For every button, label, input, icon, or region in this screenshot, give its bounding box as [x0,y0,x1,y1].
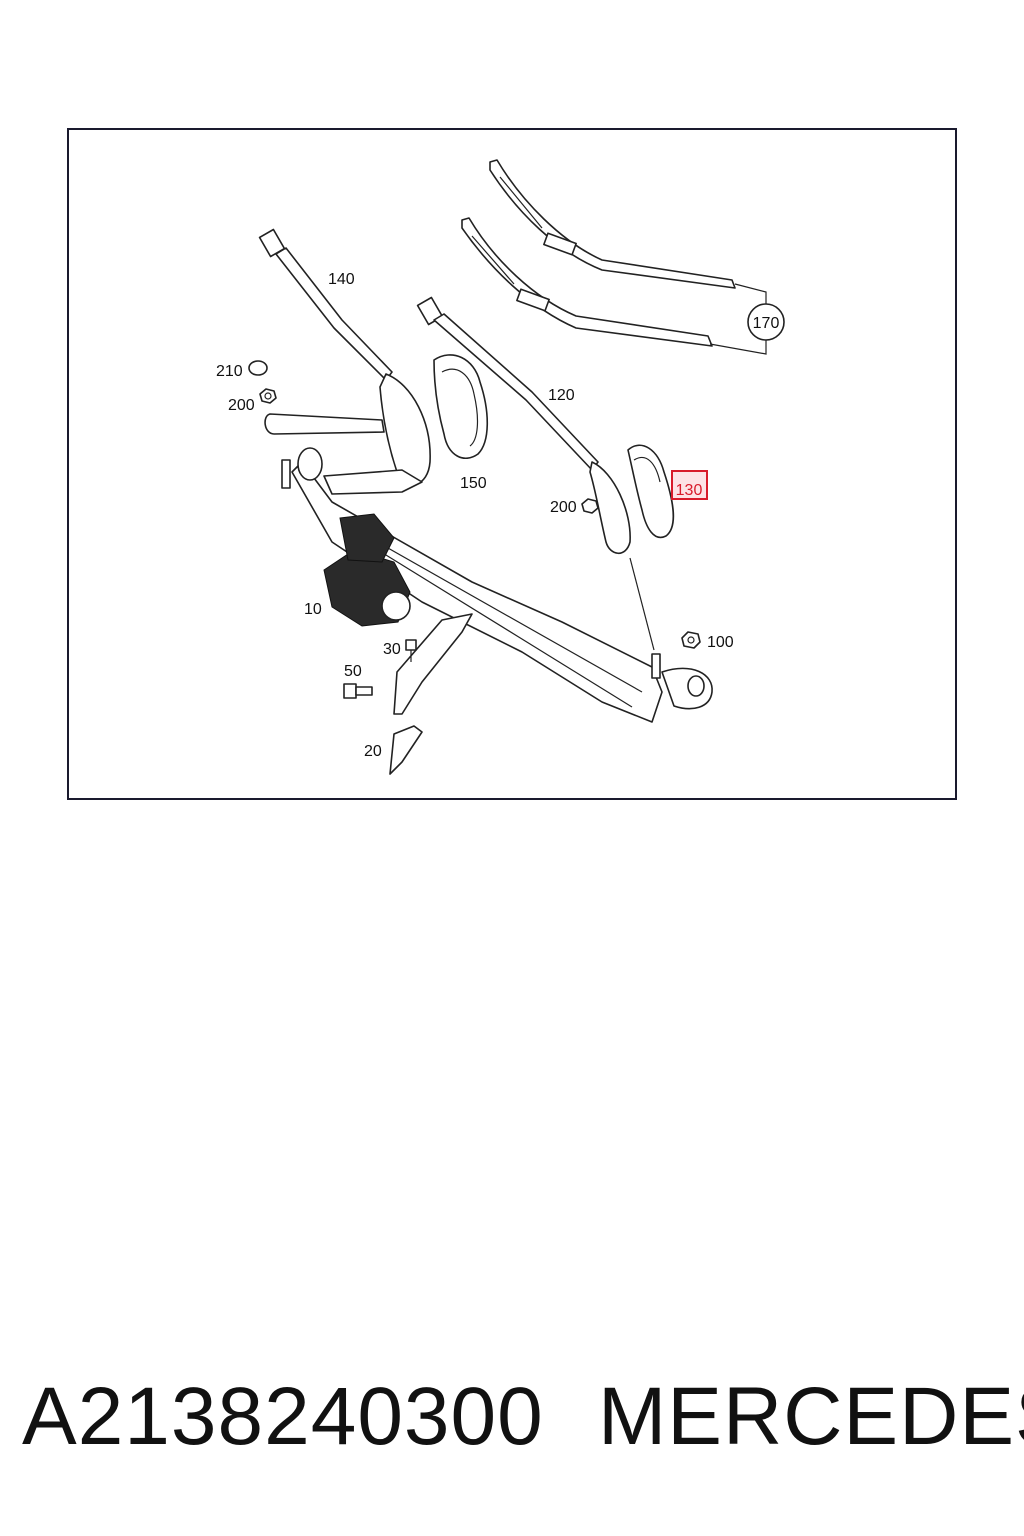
callout-label-100: 100 [707,634,734,651]
brand-name: MERCEDES [598,1371,1024,1462]
part-number: A2138240300 [22,1371,544,1462]
callout-label-120: 120 [548,387,575,404]
callout-label-150: 150 [460,475,487,492]
callout-130-highlight[interactable]: 130 [671,470,708,500]
wiper-linkage-frame-10 [281,447,713,723]
callout-label-10: 10 [304,601,322,618]
callout-label-50: 50 [344,663,362,680]
bracket-20 [389,613,473,775]
nut-100 [681,631,701,649]
callout-label-140: 140 [328,271,355,288]
parts-diagram-frame: 170 [67,128,957,800]
wiper-blade-lower [461,217,713,347]
nut-200-left [259,388,277,404]
callout-label-200-right: 200 [550,499,577,516]
cap-210 [248,360,268,376]
callout-label-130: 130 [676,482,703,499]
wiper-assembly-diagram: 170 [216,159,785,775]
wiper-arm-120 [416,296,631,555]
nut-200-right [581,498,599,514]
blade-leader-lines [709,283,767,355]
callout-label-200-left: 200 [228,397,255,414]
leader-line-130 [629,557,655,651]
callout-label-20: 20 [364,743,382,760]
linkage-bar [264,413,423,495]
footer: A2138240300 MERCEDES [0,1370,1024,1480]
bolt-50 [343,683,373,699]
wiper-cover-130 [627,444,675,539]
bolt-30 [405,639,417,662]
wiper-arm-140 [258,228,431,486]
callout-170: 170 [747,303,785,341]
callout-label-30: 30 [383,641,401,658]
callout-label-210: 210 [216,363,243,380]
wiper-cover-150 [433,354,489,459]
wiper-blade-upper [489,159,736,289]
callout-label-170: 170 [753,315,780,332]
wiper-motor [323,513,411,627]
